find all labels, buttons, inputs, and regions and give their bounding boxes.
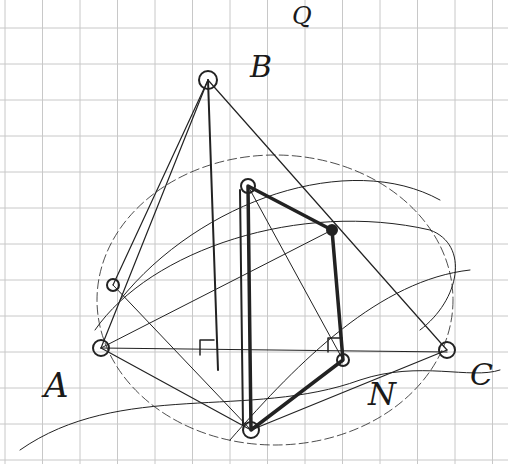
- points: [93, 71, 455, 438]
- grid-line: [230, 0, 231, 464]
- grid-line: [455, 0, 456, 464]
- grid-line: [492, 0, 493, 464]
- grid-line: [0, 28, 508, 29]
- point-label: Q: [292, 4, 312, 28]
- grid-line: [0, 244, 508, 245]
- point-label: A: [44, 368, 69, 402]
- grid-line: [42, 0, 43, 464]
- grid-line: [0, 388, 508, 389]
- grid-line: [0, 208, 508, 209]
- point-label: C: [470, 360, 493, 390]
- grid-line: [192, 0, 193, 464]
- grid-line: [0, 172, 508, 173]
- grid-line: [0, 136, 508, 137]
- grid-line: [0, 316, 508, 317]
- grid-line: [417, 0, 418, 464]
- grid-line: [5, 0, 6, 464]
- point-label: N: [368, 378, 396, 410]
- grid-line: [80, 0, 81, 464]
- point-label: B: [250, 52, 272, 82]
- grid-line: [0, 460, 508, 461]
- grid-line: [0, 100, 508, 101]
- construction-lines: [20, 80, 500, 450]
- grid-line: [155, 0, 156, 464]
- grid-line: [0, 280, 508, 281]
